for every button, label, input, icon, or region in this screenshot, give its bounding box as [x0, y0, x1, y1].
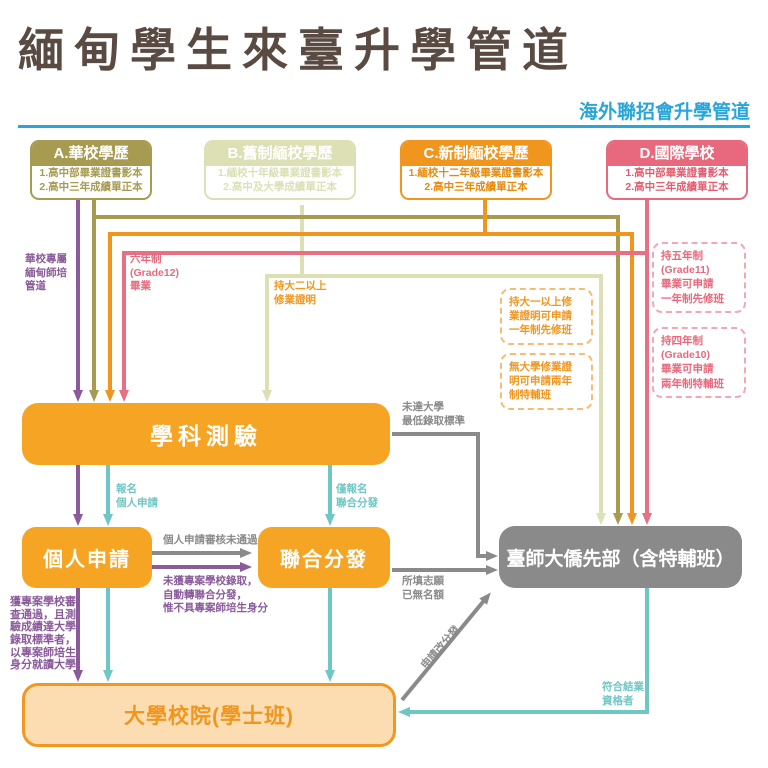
label-sophomore-certificate: 持大二以上 修業證明 [274, 280, 327, 306]
credential-box-b-item-2: 2.高中及大學成績單正本 [223, 180, 337, 193]
credential-box-c-item-1: 1.緬校十二年級畢業證書影本 [408, 167, 544, 179]
credential-box-b-body: 1.緬校十年級畢業證書影本 2.高中及大學成績單正本 [206, 166, 354, 196]
credential-box-a: A.華校學歷 1.高中部畢業證書影本 2.高中三年成績單正本 [30, 140, 152, 200]
credential-box-d-body: 1.高中部畢業證書影本 2.高中三年成績單正本 [608, 166, 746, 196]
label-project-admitted: 獲專案學校審 查通過，且測 驗成績達大學 錄取標準者， 以專案師培生 身分就讀大… [10, 596, 76, 672]
divider-rule [18, 125, 750, 128]
credential-box-c: C.新制緬校學歷 1.緬校十二年級畢業證書影本 2.高中三年成績單正本 [400, 140, 552, 200]
node-ntnu-preparatory: 臺師大僑先部（含特輔班） [499, 526, 742, 588]
subtitle-overseas-joint-admission: 海外聯招會升學管道 [578, 102, 750, 123]
page-title: 緬甸學生來臺升學管道 [18, 24, 578, 76]
node-joint-distribution: 聯合分發 [258, 527, 390, 588]
label-register-personal-application: 報名 個人申請 [116, 483, 158, 509]
credential-box-d-item-2: 2.高中三年成績單正本 [625, 180, 729, 193]
label-chinese-school-channel: 華校專屬 緬甸師培 管道 [25, 253, 67, 293]
label-no-quota-left: 所填志願 已無名額 [402, 575, 444, 601]
path-d-international [119, 200, 652, 525]
label-not-admitted-auto-transfer: 未獲專案學校錄取， 自動轉聯合分發， 惟不具專案師培生身分 [163, 575, 268, 615]
credential-box-c-title: C.新制緬校學歷 [402, 142, 550, 166]
path-c-new-burmese [105, 200, 637, 525]
label-graduation-qualified: 符合結業 資格者 [602, 681, 644, 707]
label-application-review-failed: 個人申請審核未通過 [163, 534, 258, 546]
credential-box-c-item-2: 2.高中三年成績單正本 [424, 180, 528, 193]
credential-box-a-item-2: 2.高中三年成績單正本 [39, 180, 143, 193]
label-register-joint-distribution: 僅報名 聯合分發 [336, 483, 378, 509]
credential-box-d-title: D.國際學校 [608, 142, 746, 166]
path-teal-flows [103, 465, 649, 717]
credential-box-d: D.國際學校 1.高中部畢業證書影本 2.高中三年成績單正本 [606, 140, 748, 200]
credential-box-d-item-1: 1.高中部畢業證書影本 [625, 167, 729, 179]
credential-box-b-title: B.舊制緬校學歷 [206, 142, 354, 166]
note-grade10-two-year: 持四年制 (Grade10) 畢業可申請 兩年制特輔班 [652, 327, 746, 398]
node-university: 大學校院(學士班) [22, 683, 396, 747]
path-gray-flows [152, 432, 498, 702]
path-a-chinese-school [89, 200, 623, 525]
path-teacher-training [73, 200, 252, 682]
credential-box-c-body: 1.緬校十二年級畢業證書影本 2.高中三年成績單正本 [402, 166, 550, 196]
credential-box-b-item-1: 1.緬校十年級畢業證書影本 [217, 167, 343, 179]
note-no-university-cert-two-year: 無大學修業證 明可申請兩年 制特輔班 [500, 353, 593, 410]
credential-box-b: B.舊制緬校學歷 1.緬校十年級畢業證書影本 2.高中及大學成績單正本 [204, 140, 356, 200]
node-subject-test: 學科測驗 [22, 403, 390, 465]
note-freshman-cert-one-year: 持大一以上修 業證明可申請 一年制先修班 [500, 288, 593, 345]
label-six-year-grade12: 六年制 (Grade12) 畢業 [130, 253, 180, 293]
note-grade11-one-year: 持五年制 (Grade11) 畢業可申請 一年制先修班 [652, 242, 746, 313]
node-personal-application: 個人申請 [22, 527, 152, 588]
label-below-admission-threshold: 未達大學 最低錄取標準 [402, 401, 465, 427]
credential-box-a-body: 1.高中部畢業證書影本 2.高中三年成績單正本 [32, 166, 150, 196]
credential-box-a-item-1: 1.高中部畢業證書影本 [39, 167, 143, 179]
credential-box-a-title: A.華校學歷 [32, 142, 150, 166]
